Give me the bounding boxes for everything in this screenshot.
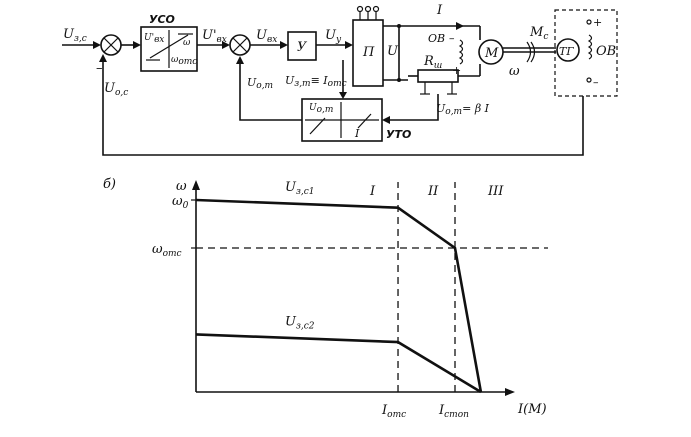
speed-label: ω xyxy=(509,64,520,79)
torque-label: Mс xyxy=(529,25,548,42)
input-ref-label: Uз,с xyxy=(63,27,87,44)
u-ot-label: Uо,т xyxy=(247,76,273,91)
svg-text:+: + xyxy=(593,16,602,29)
shunt-label: Rш xyxy=(423,54,442,71)
shunt-resistor: Rш xyxy=(408,54,481,95)
u-y-label: Uу xyxy=(325,28,342,45)
summer2-input-label: U'вх xyxy=(202,28,227,45)
series-label-1: Uз,с1 xyxy=(285,180,315,197)
x-axis-arrow xyxy=(505,388,515,396)
region-label-3: III xyxy=(487,184,504,199)
input-arrowhead xyxy=(93,41,101,49)
tachogenerator: ТГ + – ОВ xyxy=(554,9,618,97)
uso-input-label: U'вх xyxy=(144,33,164,45)
motor: М Mс ω xyxy=(478,25,556,79)
tachogen-label: ТГ xyxy=(559,45,574,58)
y-tick-label-omega-0: ω0 xyxy=(172,194,189,211)
x-axis-label: I(M) xyxy=(517,402,547,417)
current-feedback-line xyxy=(239,62,302,121)
series-label-2: Uз,с2 xyxy=(285,314,315,331)
motor-field-winding: ОВ – + xyxy=(428,32,464,77)
uso-block: УСО U'вх ω ωотс xyxy=(140,13,198,72)
region-label-1: I xyxy=(369,184,376,199)
feedback-speed-label: Uо,с xyxy=(104,81,128,98)
minus-sign-1: – xyxy=(96,61,103,76)
motor-field-label: ОВ xyxy=(428,32,445,45)
y-axis-arrow xyxy=(192,180,200,190)
x-tick-label-i-stop: Iстоп xyxy=(438,403,469,420)
amplifier-block xyxy=(287,31,317,61)
panel-label: б) xyxy=(103,177,116,192)
svg-text:–: – xyxy=(449,32,455,45)
summing-junction-2 xyxy=(229,34,251,56)
converter-label: П xyxy=(362,45,375,60)
speed-feedback-line xyxy=(102,60,584,156)
uso-title: УСО xyxy=(149,13,175,26)
svg-text:+: + xyxy=(452,64,461,77)
uto-title: УТО xyxy=(386,128,411,141)
current-label: I xyxy=(436,3,443,18)
uso-omega-otc-label: ωотс xyxy=(171,55,197,67)
series-line-2 xyxy=(195,333,482,394)
uto-i-label: I xyxy=(354,127,360,140)
amplifier-label: У xyxy=(297,40,308,55)
region-label-2: II xyxy=(427,184,439,199)
uto-u-label: Uо,т xyxy=(309,103,333,115)
summing-junction-1 xyxy=(100,34,122,56)
y-tick-label-omega-otc: ωотс xyxy=(152,242,182,259)
motor-label: М xyxy=(484,46,499,61)
uso-omega-label: ω xyxy=(183,38,191,48)
y-axis-label: ω xyxy=(176,179,187,194)
u-vx-label: Uвх xyxy=(256,28,277,45)
converter-block: П xyxy=(352,5,384,87)
tg-field-label: ОВ xyxy=(596,44,616,59)
series-line-1 xyxy=(195,198,483,393)
u-ot-eq-label: Uо,т= β I xyxy=(436,102,490,117)
u-zt-label: Uз,т≡ Iотс xyxy=(285,74,347,89)
x-tick-label-i-otc: Iотс xyxy=(381,403,406,420)
block-diagram: Uз,с – Uо,с УСО U'вх ω ωотс U'вх xyxy=(62,3,618,156)
svg-text:–: – xyxy=(593,76,599,89)
voltage-label: U xyxy=(387,44,399,59)
